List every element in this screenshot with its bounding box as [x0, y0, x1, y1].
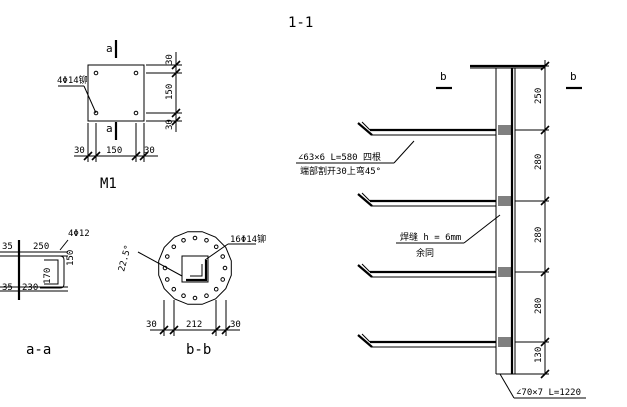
- dim-ticks: [515, 61, 550, 379]
- bolt-hole: [220, 254, 226, 259]
- weld-leader: [463, 214, 501, 244]
- bolt-hole: [133, 110, 139, 116]
- dim-bottom-2: 150: [106, 146, 122, 156]
- column-label: ∠70×7 L=1220: [516, 388, 581, 398]
- dim-tick: [211, 325, 221, 335]
- bb-outline: [158, 231, 232, 305]
- arm-bent-end: [357, 264, 373, 278]
- dim-tick: [171, 68, 181, 78]
- cut-label-left: b: [440, 70, 447, 83]
- section-aa-view: 35 250 4Φ12 150 170 35 230 a-a: [0, 229, 90, 358]
- dim-vert-1: 150: [66, 250, 76, 266]
- dim-right-3: 30: [165, 119, 175, 130]
- bb-bolt-holes: [162, 235, 228, 301]
- bolt-hole: [204, 293, 209, 299]
- dim-tick: [171, 116, 181, 126]
- bar-leader: [59, 239, 69, 251]
- dim-tick: [171, 108, 181, 118]
- bb-dim-2: 212: [186, 320, 202, 330]
- angle-label-2: 端部割开30上弯45°: [300, 165, 381, 177]
- bb-angle-inner: [190, 264, 203, 277]
- angle-leader: [393, 140, 415, 164]
- bolt-hole: [93, 70, 99, 76]
- weld-label-1: 焊缝 h = 6mm: [400, 231, 461, 243]
- arm-bent-end: [361, 121, 371, 131]
- dim-tick: [159, 325, 169, 335]
- bb-dim-1: 30: [146, 320, 157, 330]
- arm-bent-end: [357, 122, 373, 136]
- elev-dim-3: 280: [534, 227, 544, 243]
- bolt-hole: [192, 295, 198, 301]
- bolt-label: 4Φ14铆: [57, 74, 88, 86]
- bolt-hole: [222, 265, 228, 271]
- bar-label: 4Φ12: [68, 229, 90, 239]
- dim-tick: [171, 60, 181, 70]
- arm-bent-end: [357, 193, 373, 207]
- dim-top-left: 35: [2, 242, 13, 252]
- bb-dim-3: 30: [230, 320, 241, 330]
- arm-bent-end: [361, 263, 371, 273]
- bb-bolt-leader: [204, 243, 229, 261]
- dim-tick: [221, 325, 231, 335]
- section-aa-name: a-a: [26, 342, 51, 358]
- bolt-hole: [171, 244, 177, 250]
- bolt-hole: [93, 110, 99, 116]
- bb-angle-steel: [186, 260, 208, 282]
- cut-label-bottom: a: [106, 122, 113, 135]
- section-title: 1-1: [288, 15, 313, 31]
- dim-bottom-left: 35: [2, 283, 13, 293]
- bolt-hole: [213, 244, 219, 250]
- bolt-hole: [181, 293, 186, 299]
- bolt-hole: [192, 235, 198, 241]
- bb-bolt-label: 16Φ14铆: [230, 233, 266, 245]
- cut-label-top: a: [106, 42, 113, 55]
- arm-bent-end: [361, 192, 371, 202]
- anchor-bar-inner: [44, 259, 59, 285]
- bolt-hole: [220, 277, 226, 282]
- support-arms: [357, 121, 511, 348]
- bolt-leader: [83, 85, 97, 114]
- dim-right-2: 150: [165, 84, 175, 100]
- dim-tick: [131, 151, 141, 161]
- dim-vert-2: 170: [43, 268, 53, 284]
- cut-label-right: b: [570, 70, 577, 83]
- bolt-hole: [164, 254, 170, 259]
- bolt-hole: [204, 237, 209, 243]
- arm-bent-end: [361, 333, 371, 343]
- dim-tick: [83, 151, 93, 161]
- plate-m1-name: M1: [100, 176, 117, 192]
- bolt-hole: [213, 286, 219, 292]
- plate-m1-view: a a 4Φ14铆 30 150 30 30 150: [57, 40, 182, 192]
- bb-angle-label: 22.5°: [117, 244, 134, 273]
- dim-bottom-3: 30: [144, 146, 155, 156]
- bolt-hole: [181, 237, 186, 243]
- dim-tick: [169, 325, 179, 335]
- dim-bottom-1: 30: [74, 146, 85, 156]
- elev-dim-1: 250: [534, 88, 544, 104]
- bb-angle-line: [137, 251, 183, 277]
- bolt-hole: [171, 286, 177, 292]
- elev-dim-2: 280: [534, 154, 544, 170]
- elevation-view: 250 280 280 280 130 b b ∠63×6 L=580 四根 端…: [296, 60, 586, 399]
- elev-dim-4: 280: [534, 298, 544, 314]
- weld-label-2: 余同: [416, 247, 434, 259]
- dim-right-1: 30: [165, 54, 175, 65]
- anchor-bar: [40, 255, 65, 289]
- angle-label-1: ∠63×6 L=580 四根: [298, 151, 381, 163]
- dim-tick: [139, 151, 149, 161]
- bb-angle-box: [181, 255, 209, 283]
- plate-m1-outline: [87, 64, 145, 122]
- section-bb-name: b-b: [186, 342, 211, 358]
- section-bb-view: 16Φ14铆 22.5° 30 212 30 b-b: [117, 231, 266, 358]
- bolt-hole: [164, 277, 170, 282]
- column-leader: [499, 373, 515, 399]
- bolt-hole: [133, 70, 139, 76]
- dim-tick: [91, 151, 101, 161]
- dim-bottom: 230: [22, 283, 38, 293]
- elev-dim-5: 130: [534, 347, 544, 363]
- arm-bent-end: [357, 334, 373, 348]
- dim-top: 250: [33, 242, 49, 252]
